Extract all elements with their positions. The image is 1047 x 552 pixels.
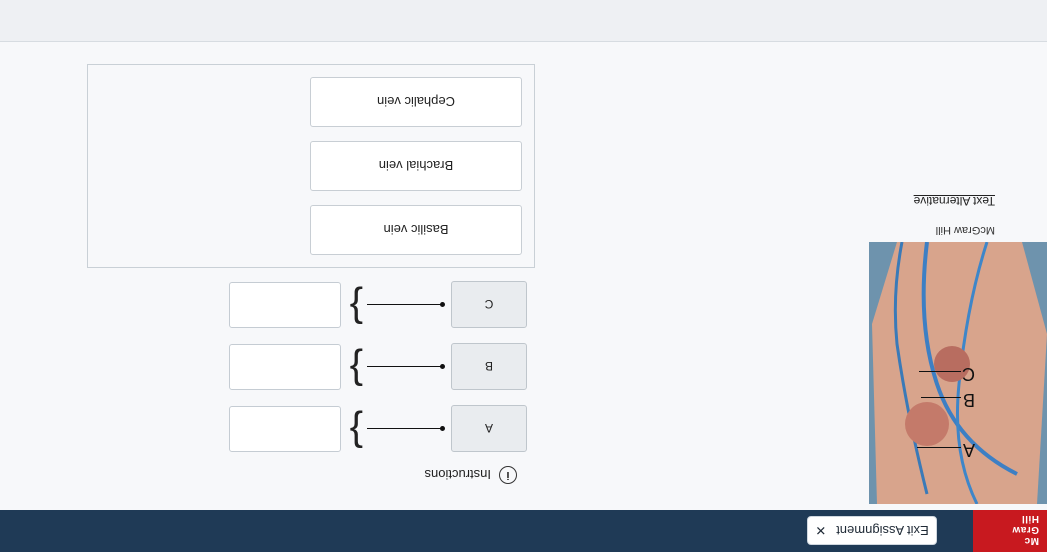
figure-label-b: B [962,390,975,410]
exit-assignment-label: Exit Assignment [836,523,929,538]
option-basilic-vein[interactable]: Basilic vein [310,205,522,255]
drop-zone-b[interactable] [229,344,341,390]
chip-a[interactable]: A [451,405,527,452]
arrow-c [367,304,443,305]
figure-label-c: C [962,364,975,384]
instructions-label: Instructions [424,467,491,483]
logo-line-1: Mc [1024,535,1039,546]
text-alternative-link[interactable]: Text Alternative [913,194,995,208]
brace-b: } [349,348,363,392]
arm-veins-figure [869,242,1047,504]
chip-b[interactable]: B [451,343,527,390]
arrow-a [367,428,443,429]
brace-c: } [349,286,363,330]
chip-c[interactable]: C [451,281,527,328]
option-cephalic-vein[interactable]: Cephalic vein [310,77,522,127]
arm-illustration [869,242,1047,504]
image-credit: McGraw Hill [935,224,995,236]
close-icon: ✕ [815,523,827,539]
pointer-line-c [919,371,961,372]
exit-assignment-button[interactable]: Exit Assignment ✕ [807,516,937,545]
info-icon: i [499,466,517,484]
option-brachial-vein[interactable]: Brachial vein [310,141,522,191]
arrow-b [367,366,443,367]
brace-a: } [349,410,363,454]
pointer-line-a [917,447,961,448]
pointer-line-b [921,397,961,398]
mcgraw-hill-logo: Mc Graw Hill [973,510,1047,552]
answer-bank: Basilic vein Brachial vein Cephalic vein [87,64,535,268]
logo-line-3: Hill [1021,513,1039,524]
drop-zone-c[interactable] [229,282,341,328]
instructions-toggle[interactable]: i Instructions [425,464,517,486]
figure-label-a: A [962,440,975,460]
logo-line-2: Graw [1011,524,1039,535]
drop-zone-a[interactable] [229,406,341,452]
bottom-band [0,0,1047,42]
